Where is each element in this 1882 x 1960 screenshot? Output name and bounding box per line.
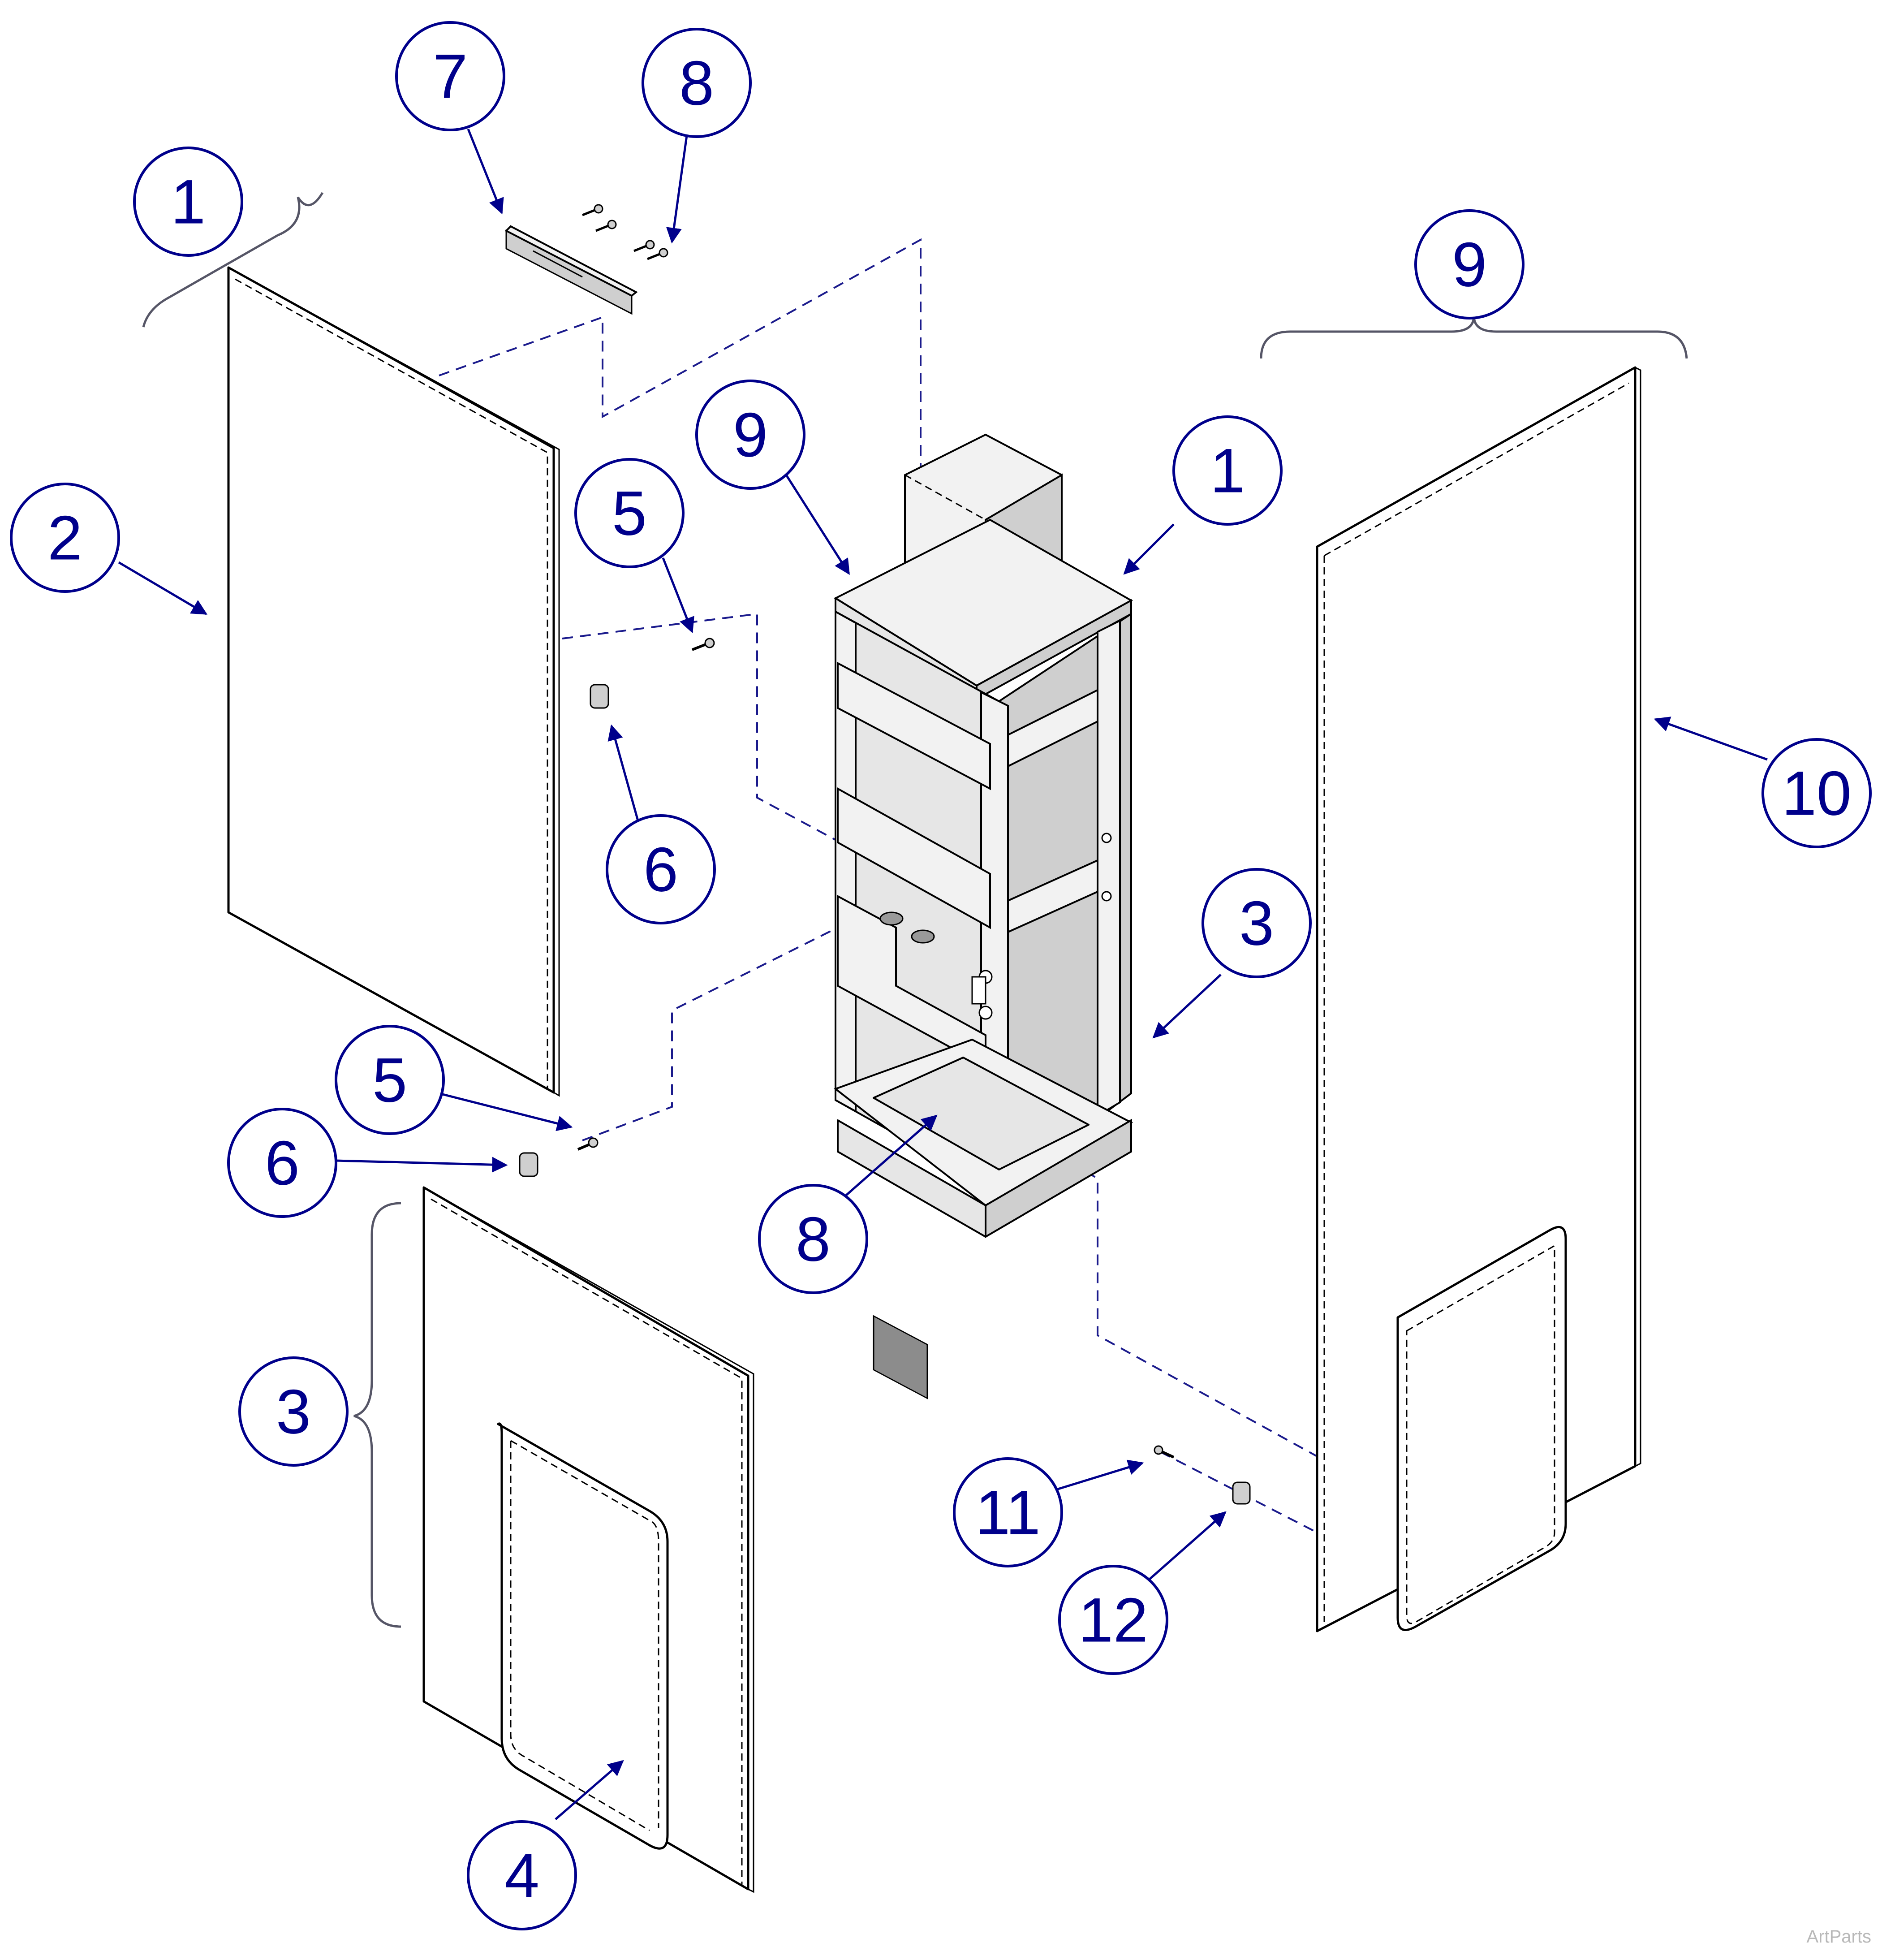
callout-3-right: 3 bbox=[1202, 868, 1312, 978]
callout-6-lower: 6 bbox=[227, 1108, 337, 1218]
top-hinge-bracket bbox=[504, 225, 638, 315]
svg-text:7: 7 bbox=[433, 41, 468, 112]
watermark: ArtParts bbox=[1806, 1927, 1871, 1947]
screw-11 bbox=[1154, 1445, 1175, 1459]
svg-text:12: 12 bbox=[1078, 1585, 1148, 1655]
callout-5-upper: 5 bbox=[574, 458, 685, 568]
callout-3-left: 3 bbox=[238, 1356, 349, 1467]
svg-text:1: 1 bbox=[171, 167, 206, 237]
callout-12: 12 bbox=[1058, 1565, 1168, 1675]
svg-text:6: 6 bbox=[265, 1128, 300, 1198]
right-tall-side-panel bbox=[1316, 366, 1641, 1632]
svg-text:4: 4 bbox=[504, 1840, 539, 1911]
svg-text:6: 6 bbox=[643, 834, 678, 905]
svg-text:1: 1 bbox=[1210, 436, 1245, 506]
svg-text:3: 3 bbox=[276, 1377, 311, 1447]
callout-8-top: 8 bbox=[642, 28, 752, 138]
svg-text:10: 10 bbox=[1782, 758, 1852, 829]
latch-6-lower bbox=[519, 1152, 538, 1177]
callout-9-center: 9 bbox=[695, 380, 805, 490]
svg-text:9: 9 bbox=[733, 400, 768, 470]
callout-5-lower: 5 bbox=[335, 1025, 445, 1135]
callout-4: 4 bbox=[467, 1820, 577, 1930]
callout-2: 2 bbox=[10, 483, 120, 593]
callout-11: 11 bbox=[953, 1457, 1063, 1567]
lower-left-door-panel bbox=[422, 1186, 754, 1893]
group-bracket-1 bbox=[142, 192, 324, 328]
callout-1-center: 1 bbox=[1172, 415, 1283, 526]
svg-text:8: 8 bbox=[679, 48, 714, 118]
svg-text:3: 3 bbox=[1239, 888, 1274, 958]
upper-left-side-panel bbox=[227, 266, 560, 1097]
callout-7: 7 bbox=[395, 21, 505, 131]
svg-text:8: 8 bbox=[796, 1204, 831, 1274]
screws-top bbox=[582, 204, 668, 260]
svg-text:5: 5 bbox=[372, 1045, 407, 1115]
group-bracket-3 bbox=[353, 1202, 401, 1628]
svg-text:5: 5 bbox=[612, 478, 647, 548]
latch-6-upper bbox=[590, 684, 609, 709]
svg-text:9: 9 bbox=[1452, 229, 1487, 300]
leader-lines bbox=[118, 129, 1768, 1820]
screw-5-lower bbox=[577, 1137, 599, 1151]
svg-text:2: 2 bbox=[47, 503, 82, 573]
callout-9-right: 9 bbox=[1414, 209, 1525, 319]
svg-text:11: 11 bbox=[975, 1477, 1040, 1548]
central-frame-assembly bbox=[833, 433, 1133, 1399]
callout-1-upper-left: 1 bbox=[133, 147, 243, 257]
group-bracket-9 bbox=[1260, 315, 1688, 359]
screw-5-upper bbox=[691, 638, 715, 651]
callout-10: 10 bbox=[1761, 738, 1872, 848]
latch-12 bbox=[1232, 1481, 1251, 1505]
callout-8-lower: 8 bbox=[758, 1184, 868, 1294]
callout-6-upper: 6 bbox=[606, 814, 716, 924]
